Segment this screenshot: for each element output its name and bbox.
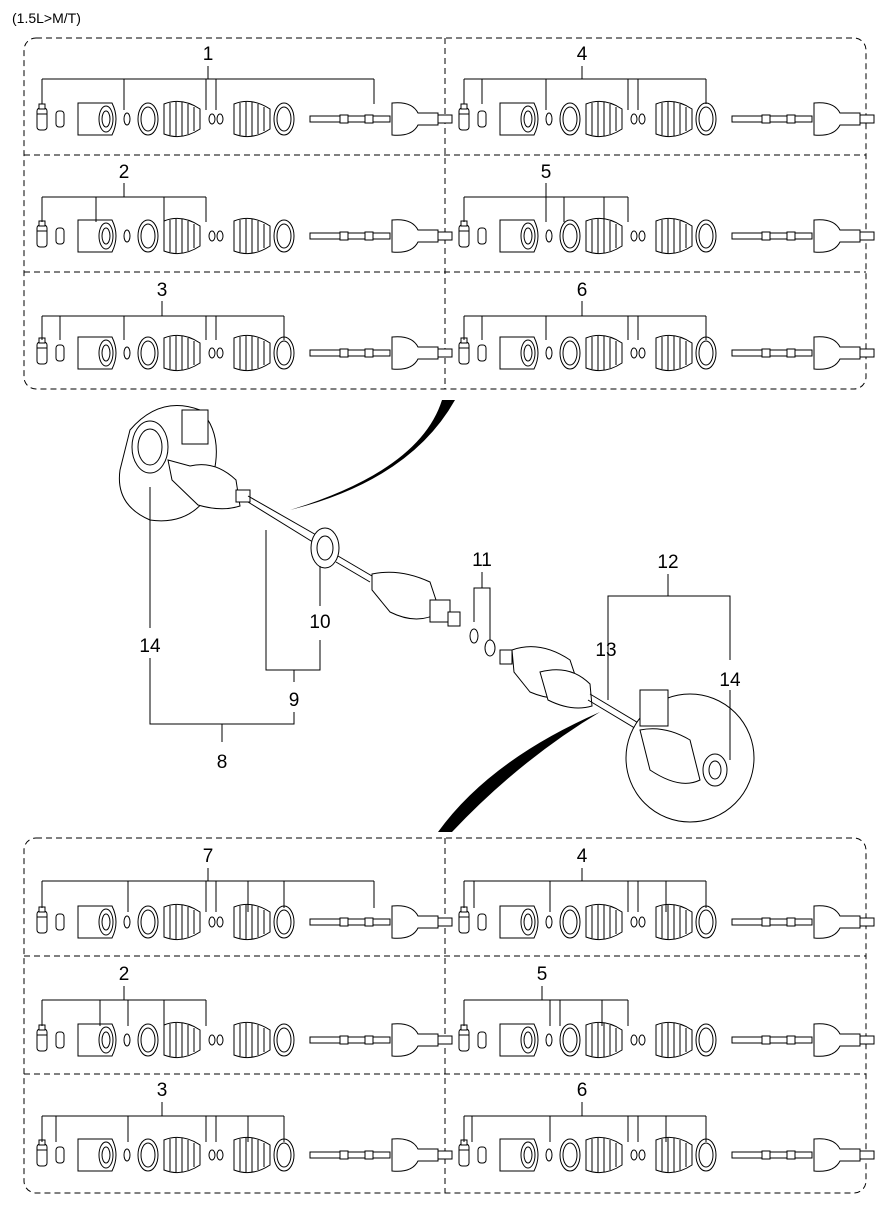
bottom-right-row-3: 6: [459, 1080, 874, 1173]
bottom-left-row-1: 7: [37, 846, 452, 940]
callout-4: 4: [577, 44, 588, 65]
callout-14-left: 14: [139, 636, 161, 657]
callout-5: 5: [541, 162, 552, 183]
bottom-right-row-1: 4: [459, 846, 874, 940]
variant-label: (1.5L>M/T): [12, 10, 81, 26]
callout-6-bottom: 6: [577, 1080, 588, 1101]
callout-9: 9: [289, 690, 300, 711]
callout-8: 8: [217, 752, 228, 773]
callout-1: 1: [203, 44, 214, 65]
callout-3: 3: [157, 280, 168, 301]
callout-10: 10: [309, 612, 330, 633]
bottom-left-row-3: 3: [37, 1080, 452, 1173]
callout-11: 11: [472, 550, 492, 571]
bottom-left-row-2: 2: [37, 964, 452, 1058]
callout-14-right: 14: [719, 670, 741, 691]
callout-6: 6: [577, 280, 588, 301]
callout-3-bottom: 3: [157, 1080, 168, 1101]
callout-12: 12: [657, 552, 678, 573]
top-left-row-2: 2: [37, 162, 452, 254]
callout-7: 7: [203, 846, 214, 867]
top-left-row-3: 3: [37, 280, 452, 371]
callout-2: 2: [119, 162, 130, 183]
bottom-right-row-2: 5: [459, 964, 874, 1058]
middle-exploded-view: 14 10 9 8 11 12 13 14: [118, 400, 755, 832]
callout-4-bottom: 4: [577, 846, 588, 867]
top-right-row-3: 6: [459, 280, 874, 371]
callout-2-bottom: 2: [119, 964, 130, 985]
callout-5-bottom: 5: [537, 964, 548, 985]
top-right-row-1: 4: [459, 44, 874, 137]
callout-13: 13: [595, 640, 616, 661]
top-left-row-1: 1: [37, 44, 452, 137]
top-right-row-2: 5: [459, 162, 874, 254]
